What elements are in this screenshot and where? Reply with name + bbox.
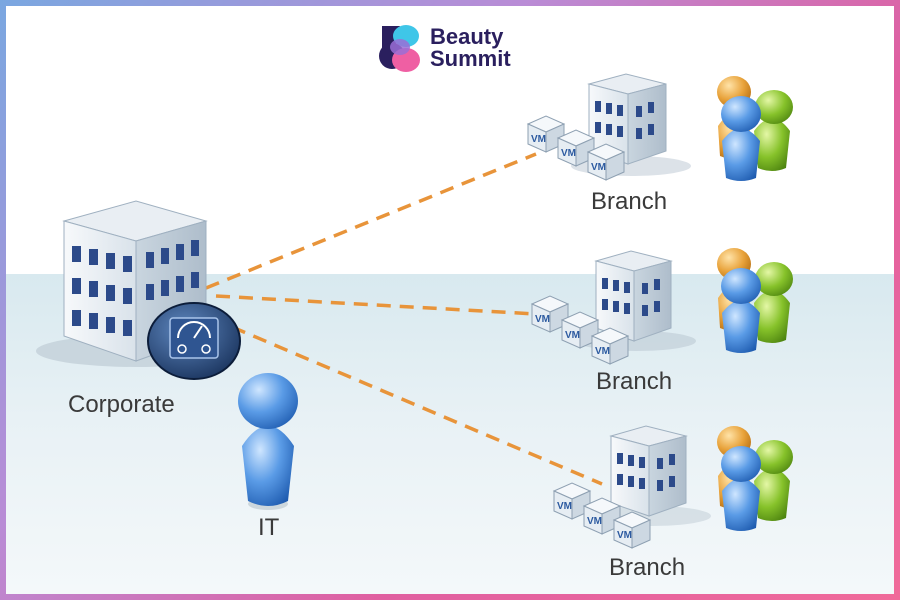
- vm-group-3: VM VM VM: [552, 482, 652, 549]
- vm-box-icon: VM: [612, 511, 652, 549]
- vm-label: VM: [531, 134, 546, 145]
- logo-line-1: Beauty: [430, 24, 504, 49]
- link-to-branch-3: [210, 316, 603, 486]
- vm-box-icon: VM: [586, 143, 626, 181]
- branch-2-label: Branch: [596, 368, 673, 395]
- vm-group-1: VM VM VM: [526, 115, 626, 181]
- link-lines: [205, 152, 603, 486]
- network-diagram: VM VM VM VM VM VM VM VM VM: [36, 73, 793, 549]
- branch-1-group: [571, 73, 691, 176]
- branch-3-label: Branch: [609, 554, 686, 581]
- link-to-branch-1: [205, 152, 537, 290]
- logo-mark-icon: [379, 25, 420, 72]
- dashboard-meter-icon: [147, 302, 241, 380]
- people-group-icon: [717, 426, 793, 531]
- logo-line-2: Summit: [430, 46, 511, 71]
- people-group-icon: [717, 248, 793, 353]
- it-person-icon: [238, 373, 298, 510]
- vm-label: VM: [565, 330, 580, 341]
- vm-box-icon: VM: [590, 327, 630, 365]
- vm-label: VM: [587, 516, 602, 527]
- vm-box-icon: VM: [526, 115, 566, 153]
- building-icon: [571, 73, 691, 176]
- vm-label: VM: [561, 148, 576, 159]
- diagram-canvas: VM VM VM VM VM VM VM VM VM: [6, 6, 894, 594]
- vm-label: VM: [591, 162, 606, 173]
- it-label: IT: [258, 514, 280, 541]
- link-to-branch-2: [215, 294, 537, 316]
- people-group-icon: [717, 76, 793, 181]
- logo-text: Beauty Summit: [430, 26, 511, 70]
- vm-label: VM: [535, 314, 550, 325]
- vm-label: VM: [557, 501, 572, 512]
- branch-1-label: Branch: [591, 188, 668, 215]
- vm-group-2: VM VM VM: [530, 295, 630, 365]
- corporate-label: Corporate: [68, 391, 175, 418]
- beauty-summit-logo: Beauty Summit: [378, 16, 511, 80]
- vm-label: VM: [595, 346, 610, 357]
- vm-label: VM: [617, 530, 632, 541]
